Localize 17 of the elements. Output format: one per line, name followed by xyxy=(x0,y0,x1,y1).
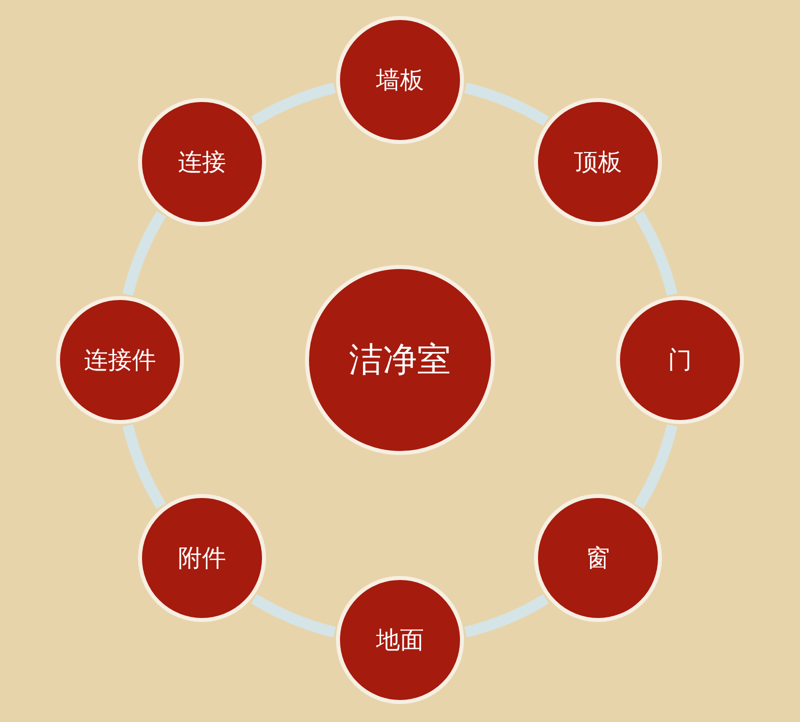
circle-node: 顶板 xyxy=(534,98,662,226)
circle-node: 墙板 xyxy=(336,16,464,144)
ring-segment xyxy=(634,211,678,296)
circle-node: 附件 xyxy=(138,494,266,622)
ring-segment xyxy=(464,82,549,126)
ring-segment xyxy=(122,211,166,296)
circle-node: 连接 xyxy=(138,98,266,226)
circle-node: 连接件 xyxy=(56,296,184,424)
ring-segment xyxy=(464,594,549,638)
center-circle: 洁净室 xyxy=(305,265,495,455)
circle-node: 门 xyxy=(616,296,744,424)
ring-segment xyxy=(251,594,336,638)
ring-segment xyxy=(634,424,678,509)
circle-node: 地面 xyxy=(336,576,464,704)
circle-node: 窗 xyxy=(534,494,662,622)
ring-segment xyxy=(251,82,336,126)
ring-segment xyxy=(122,424,166,509)
